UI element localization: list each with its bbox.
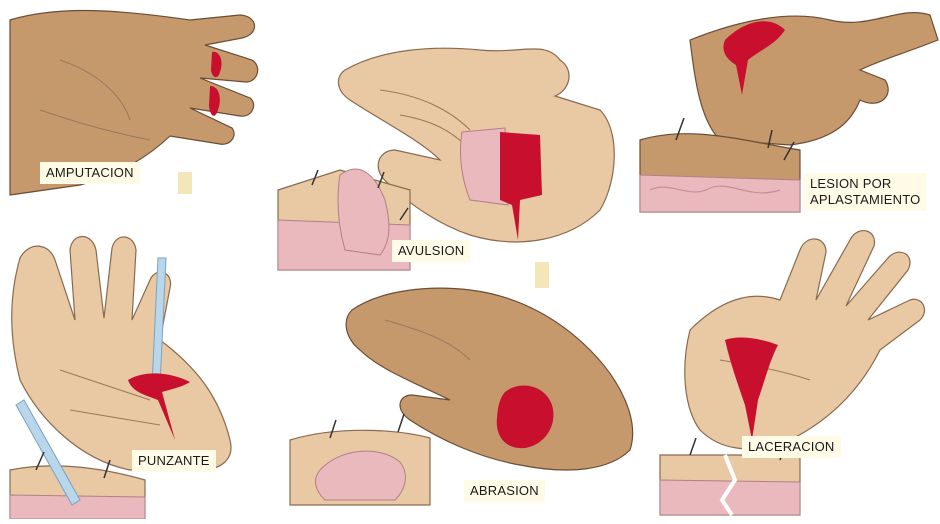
laceration-panel: [660, 231, 925, 515]
label-avulsion: AVULSION: [392, 240, 470, 262]
label-amputacion: AMPUTACION: [40, 162, 140, 184]
label-laceracion: LACERACION: [742, 436, 841, 458]
puncture-hand: [12, 237, 231, 471]
label-punzante: PUNZANTE: [132, 450, 216, 472]
label-aplastamiento: LESION POR APLASTAMIENTO: [804, 173, 926, 211]
laceration-hand: [685, 231, 925, 449]
crush-hand: [690, 13, 938, 145]
puncture-panel: [10, 237, 231, 520]
abrasion-panel: [290, 288, 633, 505]
label-abrasion: ABRASION: [464, 480, 545, 502]
